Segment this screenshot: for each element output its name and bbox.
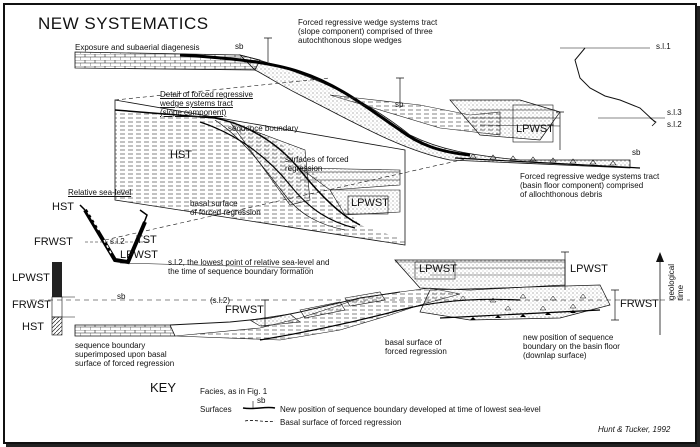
label-basal-surface-lower: basal surface of forced regression	[385, 338, 447, 356]
label-lpwst-detail: LPWST	[351, 197, 389, 209]
key-basal-desc: Basal surface of forced regression	[280, 418, 402, 427]
key-sb-desc: New position of sequence boundary develo…	[280, 405, 541, 414]
label-tst: TST	[136, 234, 157, 246]
label-forced-slope: Forced regressive wedge systems tract (s…	[298, 18, 438, 45]
label-sl3: s.l.3	[667, 108, 682, 117]
credit: Hunt & Tucker, 1992	[598, 425, 671, 434]
label-sequence-boundary: sequence boundary	[228, 124, 299, 133]
label-lpwst-curve: LPWST	[120, 249, 158, 261]
upper-section	[74, 37, 665, 241]
label-forced-basin: Forced regressive wedge systems tract (b…	[520, 172, 660, 199]
label-basal-surface-detail: basal surface of forced regression	[190, 199, 261, 217]
label-sl2-right: s.l.2	[667, 120, 682, 129]
label-sb-basin: sb	[632, 148, 641, 157]
label-sl2-lowest: s.l.2, the lowest point of relative sea-…	[168, 258, 330, 276]
key-sb-mark: sb	[257, 396, 266, 405]
label-sb-slope: sb	[395, 100, 404, 109]
label-new-position: new position of sequence boundary on the…	[523, 333, 620, 360]
label-exposure: Exposure and subaerial diagenesis	[75, 43, 200, 52]
label-seq-superimposed: sequence boundary superimposed upon basa…	[75, 341, 175, 368]
label-sl2-curve: s.l.2	[110, 237, 125, 246]
label-hst-detail: HST	[170, 149, 192, 161]
key-surfaces: Surfaces	[200, 405, 232, 414]
label-sl2-paren: (s.l.2)	[210, 296, 230, 305]
label-lpwst-lower: LPWST	[419, 263, 457, 275]
label-sb-upper: sb	[235, 42, 244, 51]
label-relative-sea-level: Relative sea-level	[68, 188, 132, 197]
sea-level-inset	[51, 204, 311, 336]
label-lpwst-bracket: LPWST	[570, 263, 608, 275]
label-frwst-column: FRWST	[12, 299, 51, 311]
label-detail: Detail of forced regressive wedge system…	[160, 90, 253, 117]
label-lpwst-upper: LPWST	[516, 123, 554, 135]
label-sl1: s.l.1	[656, 42, 671, 51]
label-frwst-right: FRWST	[620, 298, 659, 310]
key-title: KEY	[150, 380, 177, 395]
label-hst-curve: HST	[52, 201, 74, 213]
detail-inset	[114, 99, 406, 246]
label-geological-time: geological time	[667, 263, 685, 300]
label-sb-lower: sb	[117, 292, 126, 301]
key-symbols	[242, 401, 276, 422]
diagram-title: NEW SYSTEMATICS	[38, 14, 209, 33]
label-frwst-left: FRWST	[225, 304, 264, 316]
label-frwst-curve: FRWST	[34, 236, 73, 248]
label-lpwst-column: LPWST	[12, 272, 50, 284]
key-facies: Facies, as in Fig. 1	[200, 387, 268, 396]
label-surfaces-forced: surfaces of forced regression	[285, 155, 349, 173]
lower-section	[30, 251, 690, 341]
label-hst-column: HST	[22, 321, 44, 333]
